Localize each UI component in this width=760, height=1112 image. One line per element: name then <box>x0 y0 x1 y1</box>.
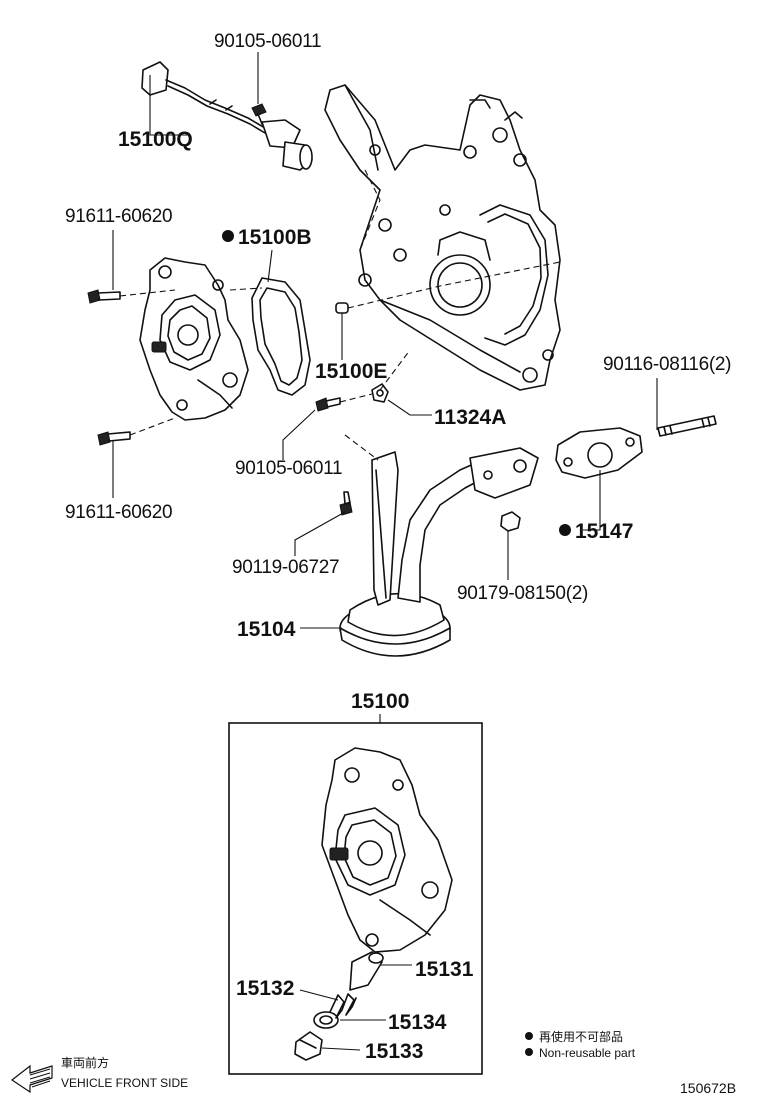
diagram-id: 150672B <box>680 1080 736 1096</box>
direction-en: VEHICLE FRONT SIDE <box>61 1076 188 1090</box>
gasket-15100b <box>251 277 311 396</box>
legend-dot-en <box>525 1048 533 1056</box>
label-bolt-strainer: 90119-06727 <box>232 557 339 578</box>
bolt-91611-60620-bottom <box>97 431 131 446</box>
box-leader-lines <box>299 964 412 1051</box>
label-strainer: 15104 <box>237 618 296 641</box>
nut-90179-08150 <box>500 511 521 532</box>
label-clip: 11324A <box>434 406 506 429</box>
stud-90116-08116 <box>657 415 717 437</box>
label-bolt-sensor-top: 90105-06011 <box>214 31 321 52</box>
bolt-90119-06727 <box>339 491 353 516</box>
bolt-90105-06011-mid <box>315 397 341 412</box>
assembly-box <box>228 722 483 1075</box>
gasket-15147 <box>555 427 643 479</box>
label-plug: 15133 <box>365 1040 423 1063</box>
label-stud: 90116-08116(2) <box>603 354 731 375</box>
clip-11324a <box>371 383 389 403</box>
label-nut: 90179-08150(2) <box>457 583 588 604</box>
label-bolt-mid: 90105-06011 <box>235 458 342 479</box>
plug-15133 <box>294 1031 323 1061</box>
bolt-90105-06011-sensor <box>251 103 267 125</box>
oil-pump <box>139 257 249 421</box>
label-bolt-pump-top: 91611-60620 <box>65 206 172 227</box>
label-gasket-oval: 15147 <box>575 520 633 543</box>
label-valve: 15131 <box>415 958 474 981</box>
timing-cover <box>324 84 561 391</box>
label-washer: 15134 <box>388 1011 447 1034</box>
vehicle-front-indicator: 車両前方 VEHICLE FRONT SIDE <box>10 1055 188 1094</box>
label-assembly: 15100 <box>351 690 409 713</box>
label-spring: 15132 <box>236 977 294 1000</box>
direction-arrow-icon <box>10 1064 53 1094</box>
leader-lines <box>112 52 658 629</box>
spring-15132 <box>329 993 357 1019</box>
label-gasket: 15100B <box>238 226 312 249</box>
washer-15134 <box>313 1011 339 1029</box>
direction-jp: 車両前方 <box>61 1055 109 1070</box>
alignment-lines <box>119 169 561 461</box>
bolt-91611-60620-top <box>87 289 121 304</box>
sensor-15100q <box>141 61 313 171</box>
label-pin: 15100E <box>315 360 387 383</box>
legend-dot-jp <box>525 1032 533 1040</box>
legend-en: Non-reusable part <box>539 1046 636 1060</box>
pin-15100e <box>335 302 349 314</box>
non-reusable-dot-15147 <box>559 524 571 536</box>
label-bolt-pump-bottom: 91611-60620 <box>65 502 172 523</box>
oil-pump-assembly <box>321 747 453 953</box>
relief-valve-15131 <box>349 951 384 991</box>
legend-jp: 再使用不可部品 <box>539 1029 623 1044</box>
label-sensor: 15100Q <box>118 128 193 151</box>
legend: 再使用不可部品 Non-reusable part <box>525 1029 636 1060</box>
non-reusable-dot-15100b <box>222 230 234 242</box>
